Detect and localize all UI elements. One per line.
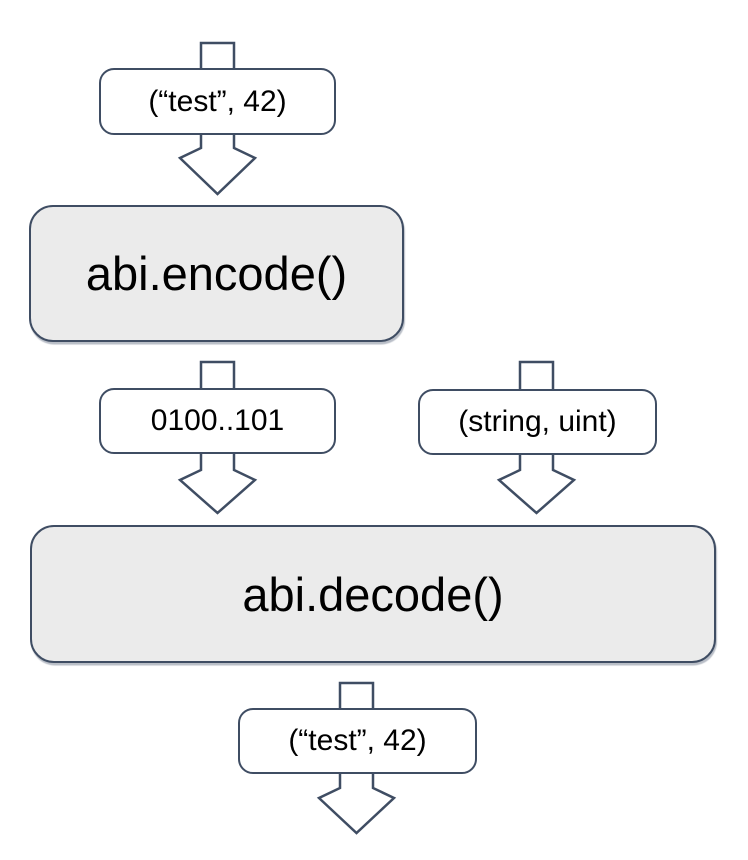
- label-types-tuple: (string, uint): [418, 389, 657, 455]
- node-abi-encode: abi.encode(): [29, 205, 404, 342]
- label-input-tuple: (“test”, 42): [99, 68, 336, 135]
- label-encoded-bytes: 0100..101: [99, 388, 336, 454]
- label-output-tuple: (“test”, 42): [238, 708, 477, 774]
- node-abi-decode: abi.decode(): [30, 525, 716, 663]
